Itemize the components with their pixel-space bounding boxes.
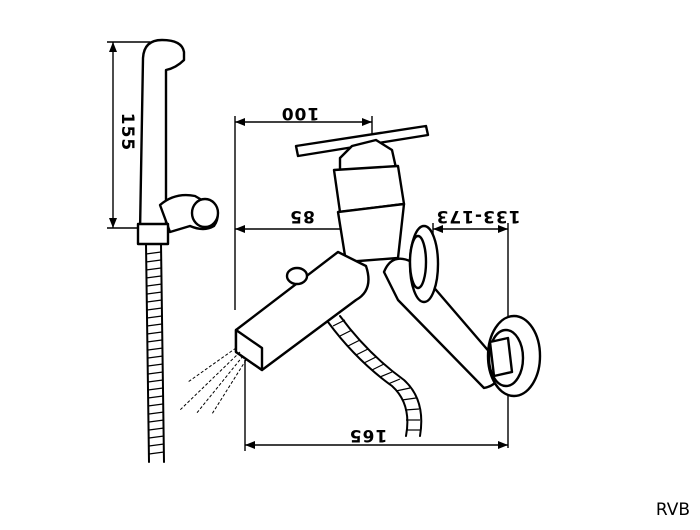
arrow-155-bottom bbox=[109, 218, 117, 228]
mixer-hose-edge-1 bbox=[327, 321, 409, 437]
dim-label-85: 85 bbox=[289, 206, 315, 226]
mixer-hose-ribs bbox=[332, 319, 420, 431]
water-spray bbox=[179, 347, 247, 415]
arrow-165-left bbox=[245, 441, 255, 449]
arrow-133-right bbox=[498, 225, 508, 233]
dim-label-155: 155 bbox=[117, 113, 137, 152]
hose-connector bbox=[136, 222, 170, 246]
upper-flange-inner bbox=[408, 234, 428, 290]
arrow-155-top bbox=[109, 42, 117, 52]
brand-logo: RVB bbox=[656, 500, 690, 520]
spout bbox=[234, 250, 370, 372]
lever-handle bbox=[294, 124, 430, 158]
diverter-knob bbox=[285, 266, 309, 286]
arrow-165-right bbox=[498, 441, 508, 449]
mixer-hose-edge-2 bbox=[339, 315, 423, 437]
holder-knob bbox=[190, 197, 220, 229]
hand-shower: 155 bbox=[107, 38, 220, 463]
arrow-100-right bbox=[362, 118, 372, 126]
hose-right-edge bbox=[160, 243, 165, 463]
arrow-133-left bbox=[433, 225, 443, 233]
hose-ribs bbox=[145, 251, 165, 455]
dim-label-133-173: 133-173 bbox=[435, 206, 520, 226]
dim-label-165: 165 bbox=[349, 425, 388, 445]
mixer-neck bbox=[336, 202, 406, 264]
arrow-100-left bbox=[235, 118, 245, 126]
hose-left-edge bbox=[145, 243, 150, 463]
arrow-85-left bbox=[235, 225, 245, 233]
mixer: 100 85 133-173 165 bbox=[179, 103, 542, 451]
wall-arm bbox=[382, 257, 501, 390]
hand-shower-body bbox=[138, 38, 186, 234]
flange-nut bbox=[488, 336, 514, 378]
dim-label-100: 100 bbox=[281, 103, 320, 123]
spout-tip bbox=[234, 328, 264, 372]
